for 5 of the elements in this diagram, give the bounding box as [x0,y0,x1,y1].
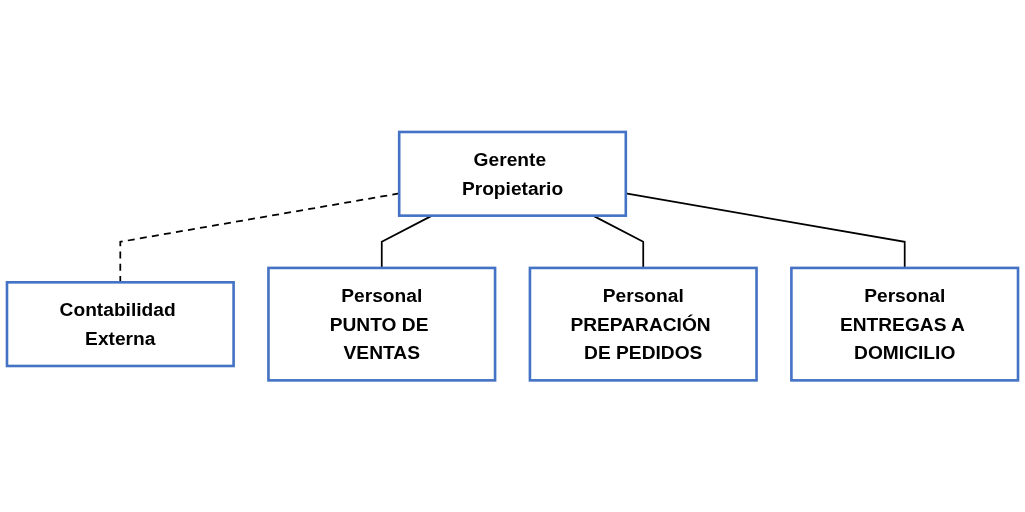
node-box: Personal PREPARACIÓN DE PEDIDOS [528,266,758,382]
node-box: Contabilidad Externa [5,280,235,368]
node-box: Personal PUNTO DE VENTAS [267,266,497,382]
node-box: Gerente Propietario [397,130,628,217]
node-box: Personal ENTREGAS A DOMICILIO [790,266,1020,382]
